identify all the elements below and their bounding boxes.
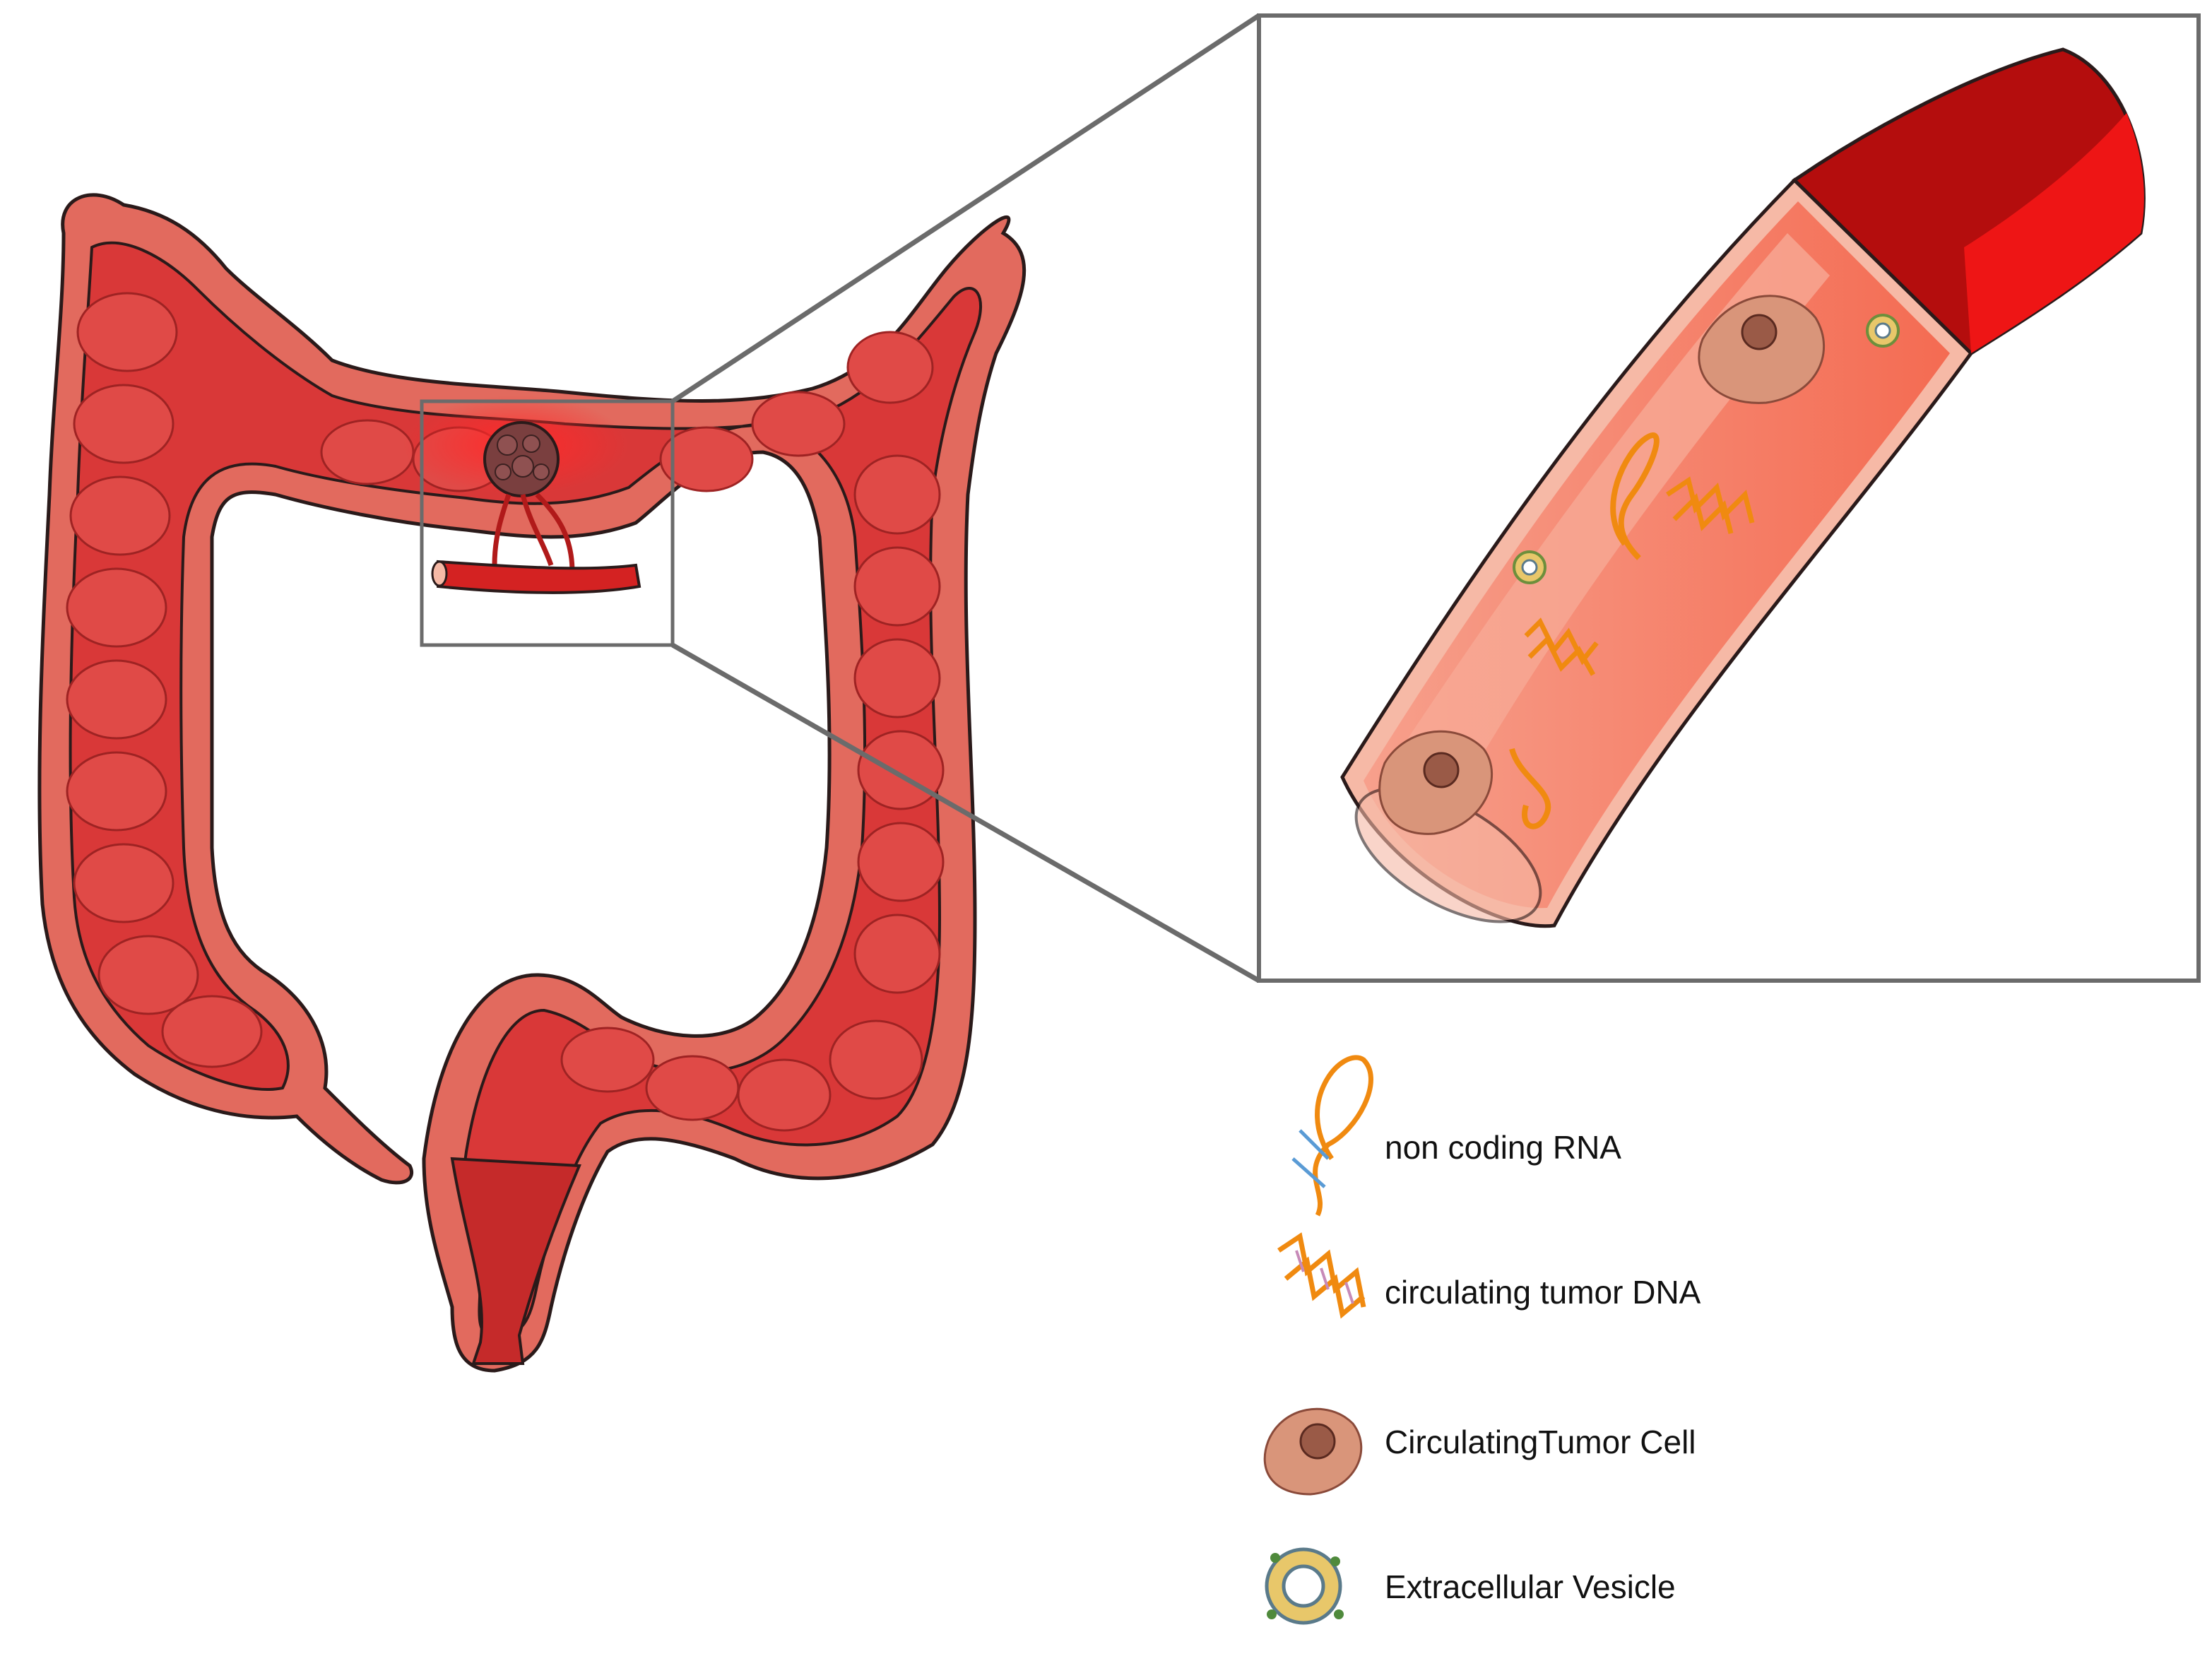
small-blood-vessel [431,560,641,594]
vessel-cut-end-shine [1964,113,2144,353]
tumor-cell-2 [1378,730,1494,835]
rectum [450,1157,581,1365]
tumor-cell-1 [1698,295,1826,404]
vesicle-1 [1866,314,1900,348]
blood-vessel-cross-section [1340,47,2146,928]
dna-strand-2 [1524,617,1599,676]
zoom-connector-bottom [671,642,1260,983]
rna-strand-2 [1509,747,1551,829]
legend-label-dna: circulating tumor DNA [1385,1274,1701,1311]
colon-illustration [37,193,1027,1373]
tumor [483,421,560,497]
rna-helix-icon [1291,1055,1373,1217]
vesicle-2 [1513,550,1546,584]
zoom-source-box [420,399,675,647]
legend-label-vesicle: Extracellular Vesicle [1385,1568,1676,1605]
vesicle-icon [1265,1547,1344,1625]
tumor-vessels [492,492,575,573]
legend: non coding RNA circulating tumor DNA Cir… [1263,1055,1701,1625]
tumor-cell-icon [1263,1407,1363,1496]
rna-strand-1 [1610,432,1660,560]
dna-double-helix-icon [1277,1232,1366,1319]
haustra-folds [66,292,945,1132]
zoom-connector-top [671,13,1260,403]
legend-label-rna: non coding RNA [1385,1129,1621,1166]
legend-label-tumor-cell: CirculatingTumor Cell [1385,1424,1696,1460]
dna-strand-1 [1666,476,1755,534]
